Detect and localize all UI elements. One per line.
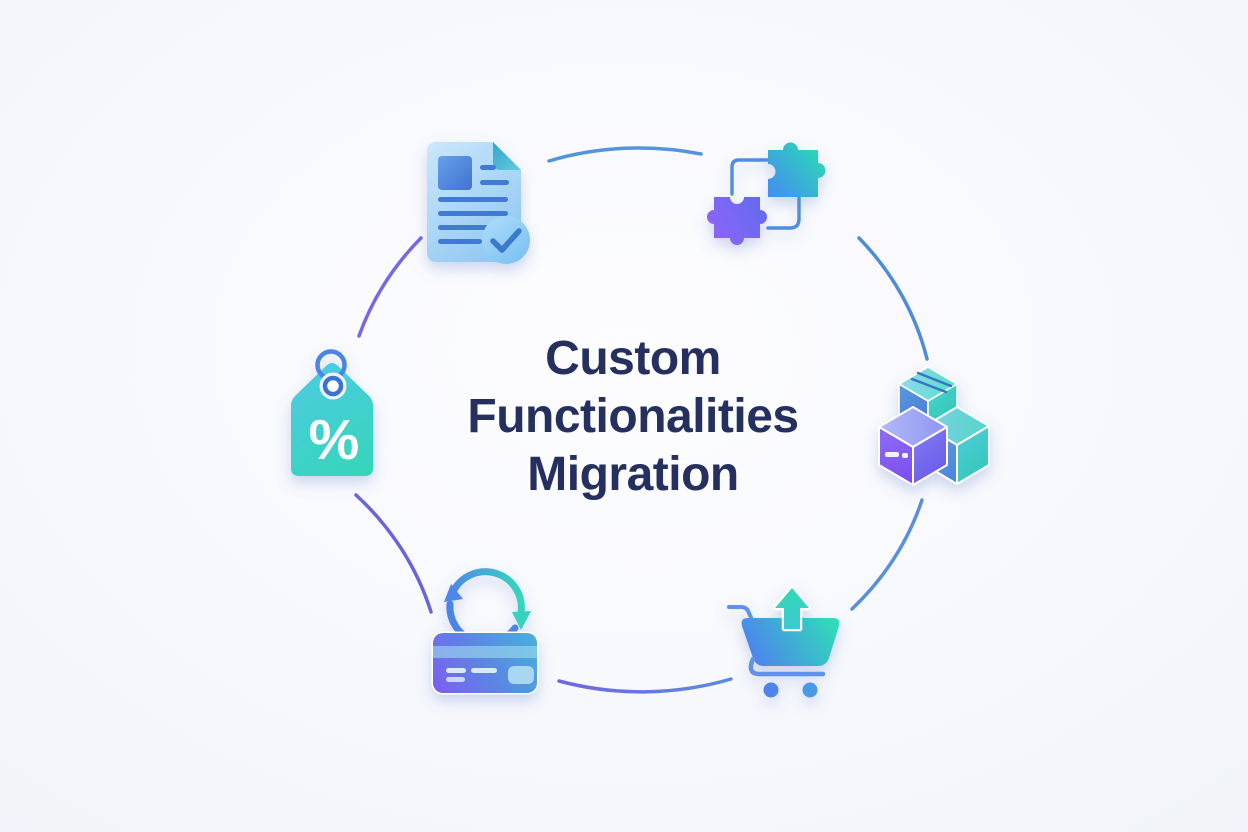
puzzle-icon	[706, 142, 826, 245]
connector-ring	[354, 146, 929, 694]
check-icon	[490, 228, 522, 253]
boxes-icon	[878, 366, 990, 486]
tag-eyelet	[322, 375, 344, 397]
cart-body	[741, 618, 840, 666]
percent-symbol: %	[309, 408, 360, 472]
cart-rail	[748, 656, 826, 677]
discount-tag-icon: %	[291, 349, 373, 476]
document-image-placeholder	[438, 156, 472, 190]
sync-arrowhead-right	[512, 611, 531, 630]
title-line-1: Custom	[545, 332, 721, 385]
card-detail-lines	[446, 668, 497, 682]
title-line-3: Migration	[527, 448, 739, 501]
cart-wheel-right	[802, 682, 818, 698]
puzzle-piece-teal	[768, 142, 826, 197]
ring-arc-bottom	[557, 677, 733, 694]
check-badge	[482, 216, 530, 264]
card-sync-icon	[431, 568, 539, 695]
card-chip	[508, 666, 534, 684]
cart-handle	[727, 605, 755, 624]
sync-arrowhead-left	[444, 584, 463, 602]
puzzle-piece-purple	[706, 197, 768, 245]
cart-upload-icon	[727, 585, 840, 698]
ring-arc-lower-right	[850, 498, 924, 611]
card-stripe	[433, 646, 537, 658]
document-check-icon	[427, 142, 530, 264]
title-line-2: Functionalities	[467, 390, 799, 443]
upload-arrow-icon	[772, 585, 812, 632]
ring-arc-top	[547, 146, 703, 163]
cart-wheel-left	[763, 682, 779, 698]
ring-arc-upper-right	[857, 236, 929, 361]
puzzle-connector-line	[730, 158, 801, 230]
page-title: Custom Functionalities Migration	[253, 330, 1013, 504]
ring-arc-lower-left	[354, 493, 433, 614]
document-fold	[493, 142, 521, 170]
box-label	[885, 452, 908, 458]
tag-eyelet-rim	[319, 372, 347, 400]
tag-body	[291, 363, 373, 476]
box-tape	[910, 371, 953, 394]
ring-arc-upper-left	[357, 236, 423, 338]
